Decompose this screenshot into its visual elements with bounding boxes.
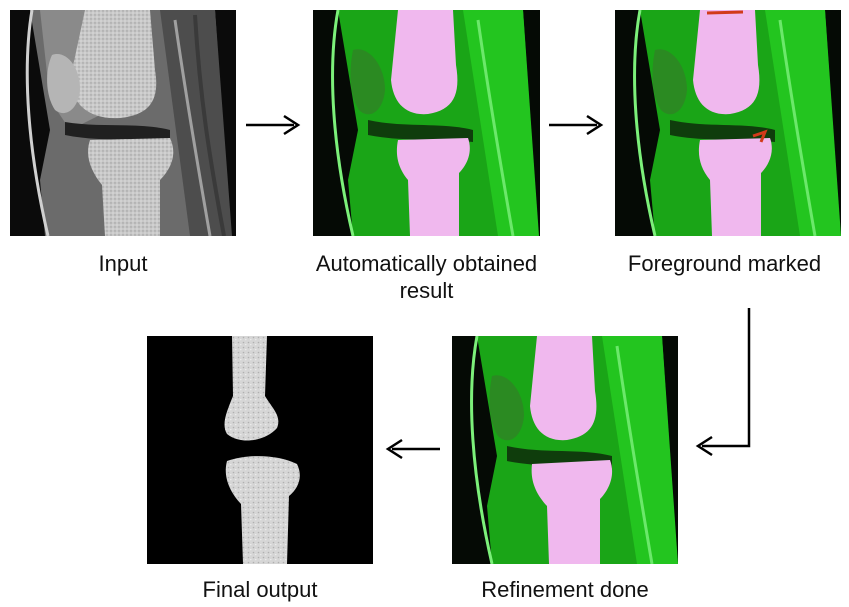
refinement-done-image bbox=[452, 336, 678, 564]
automatic-segmentation-graphic bbox=[313, 10, 540, 236]
foreground-marked-image bbox=[615, 10, 841, 236]
caption-input: Input bbox=[10, 250, 236, 277]
extracted-bones-graphic bbox=[147, 336, 373, 564]
foreground-marked-graphic bbox=[615, 10, 841, 236]
automatic-result-image bbox=[313, 10, 540, 236]
arrow-down-left-icon bbox=[694, 306, 754, 462]
caption-refinement-done: Refinement done bbox=[452, 576, 678, 603]
input-mri-graphic bbox=[10, 10, 236, 236]
caption-final-output: Final output bbox=[147, 576, 373, 603]
final-output-image bbox=[147, 336, 373, 564]
foreground-mark bbox=[707, 12, 743, 13]
input-image bbox=[10, 10, 236, 236]
arrow-right-icon bbox=[547, 112, 605, 138]
arrow-right-icon bbox=[244, 112, 302, 138]
caption-foreground-marked: Foreground marked bbox=[600, 250, 849, 277]
caption-automatic-result: Automatically obtained result bbox=[288, 250, 565, 304]
arrow-left-icon bbox=[384, 436, 442, 462]
refined-segmentation-graphic bbox=[452, 336, 678, 564]
